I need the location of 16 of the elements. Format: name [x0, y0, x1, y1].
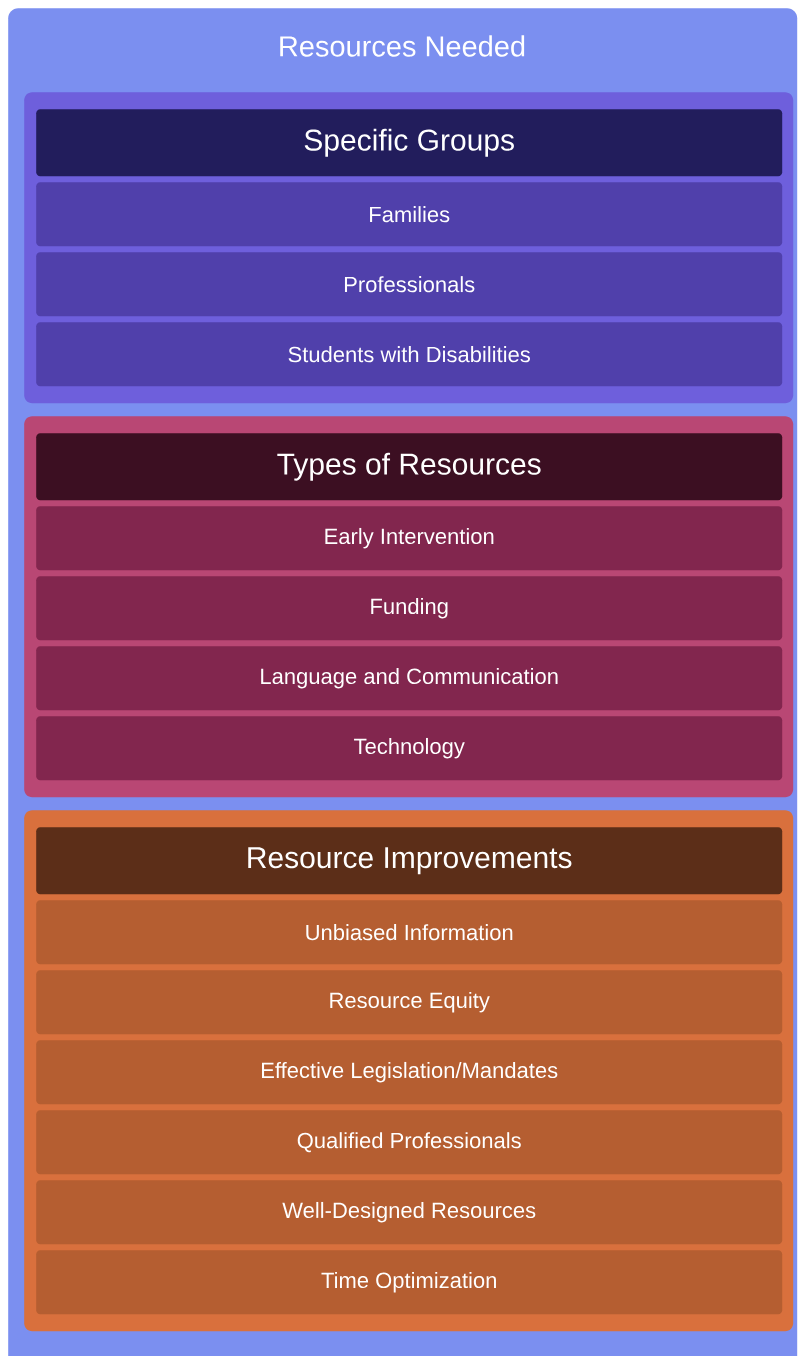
item-box: Students with Disabilities — [36, 322, 783, 387]
item-box: Early Intervention — [36, 506, 783, 571]
item-box: Language and Communication — [36, 646, 783, 711]
item-box: Funding — [36, 576, 783, 641]
item-box: Time Optimization — [36, 1250, 783, 1315]
item-box: Technology — [36, 716, 783, 781]
item-box: Families — [36, 182, 783, 247]
item-box: Professionals — [36, 252, 783, 317]
item-box: Qualified Professionals — [36, 1110, 783, 1175]
item-box: Resource Equity — [36, 970, 783, 1035]
header-box: Types of Resources — [36, 433, 783, 501]
header-box: Resource Improvements — [36, 827, 783, 895]
item-box: Well-Designed Resources — [36, 1180, 783, 1245]
item-box: Unbiased Information — [36, 900, 783, 965]
header-box: Specific Groups — [36, 109, 783, 177]
item-box: Effective Legislation/Mandates — [36, 1040, 783, 1105]
